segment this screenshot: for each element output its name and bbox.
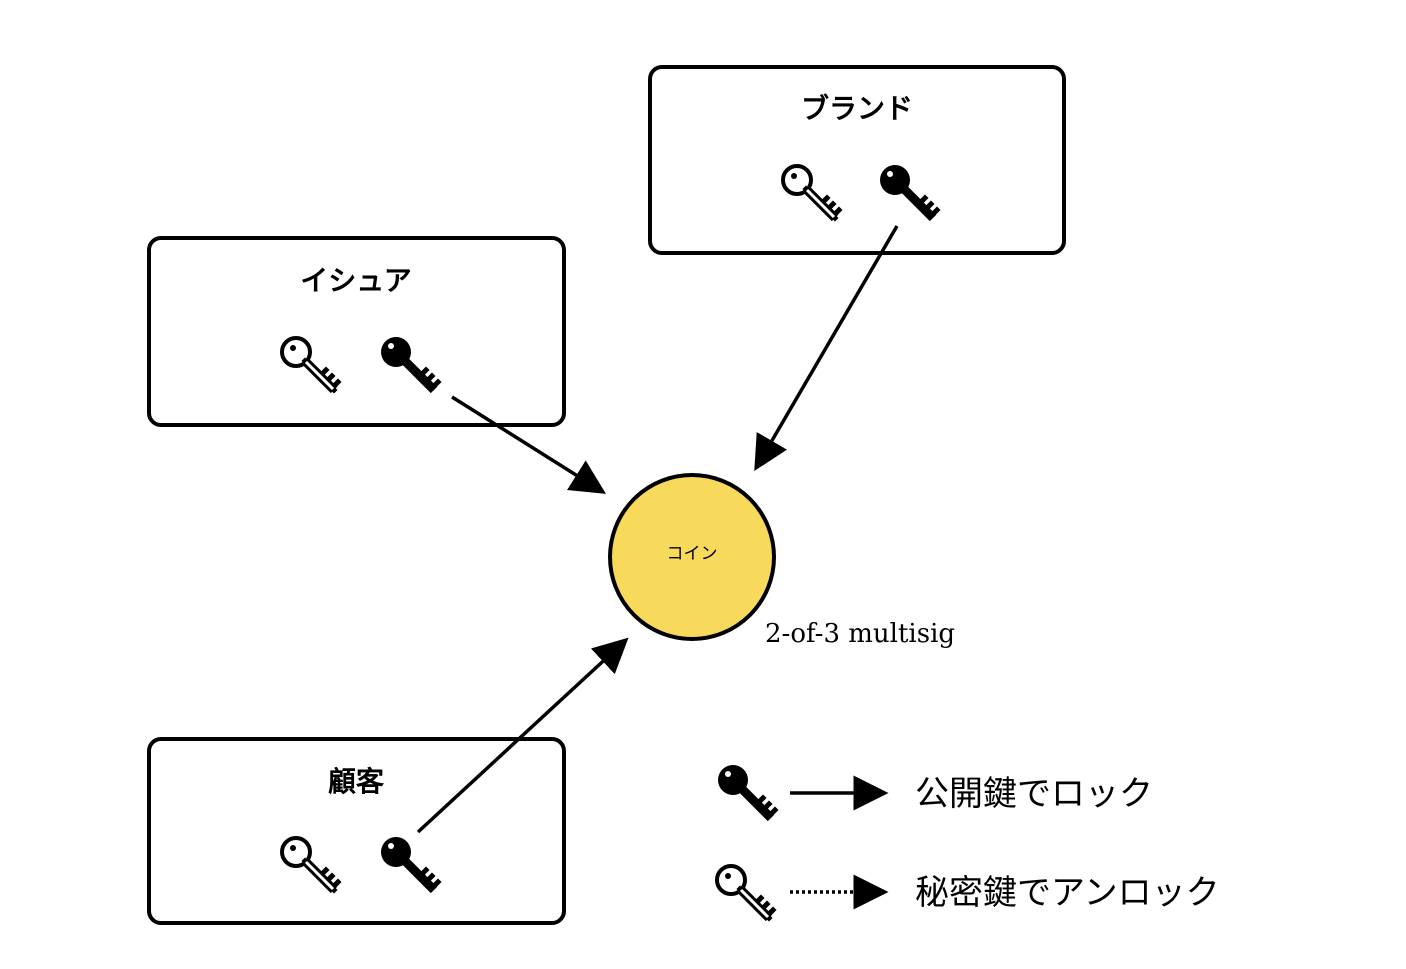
private-key-icon [718, 765, 775, 818]
legend-unlock-text: 秘密鍵でアンロック [915, 873, 1220, 913]
brand-title: ブランド [801, 92, 913, 125]
multisig-caption: 2-of-3 multisig [765, 619, 955, 649]
issuer-to-coin-arrow [451, 395, 606, 494]
issuer-title: イシュア [300, 264, 411, 297]
brand-box: ブランド [648, 65, 1066, 255]
customer-to-coin-arrow [416, 637, 629, 834]
issuer-box: イシュア [147, 236, 566, 427]
legend-lock-text: 公開鍵でロック [915, 774, 1153, 814]
customer-box: 顧客 [147, 737, 566, 925]
legend: 公開鍵でロック 秘密鍵でアンロック [717, 765, 1220, 918]
public-key-icon [717, 866, 773, 918]
brand-to-coin-arrow [754, 225, 899, 472]
customer-title: 顧客 [328, 765, 385, 798]
coin: コイン [608, 473, 776, 641]
coin-label: コイン [667, 544, 718, 564]
